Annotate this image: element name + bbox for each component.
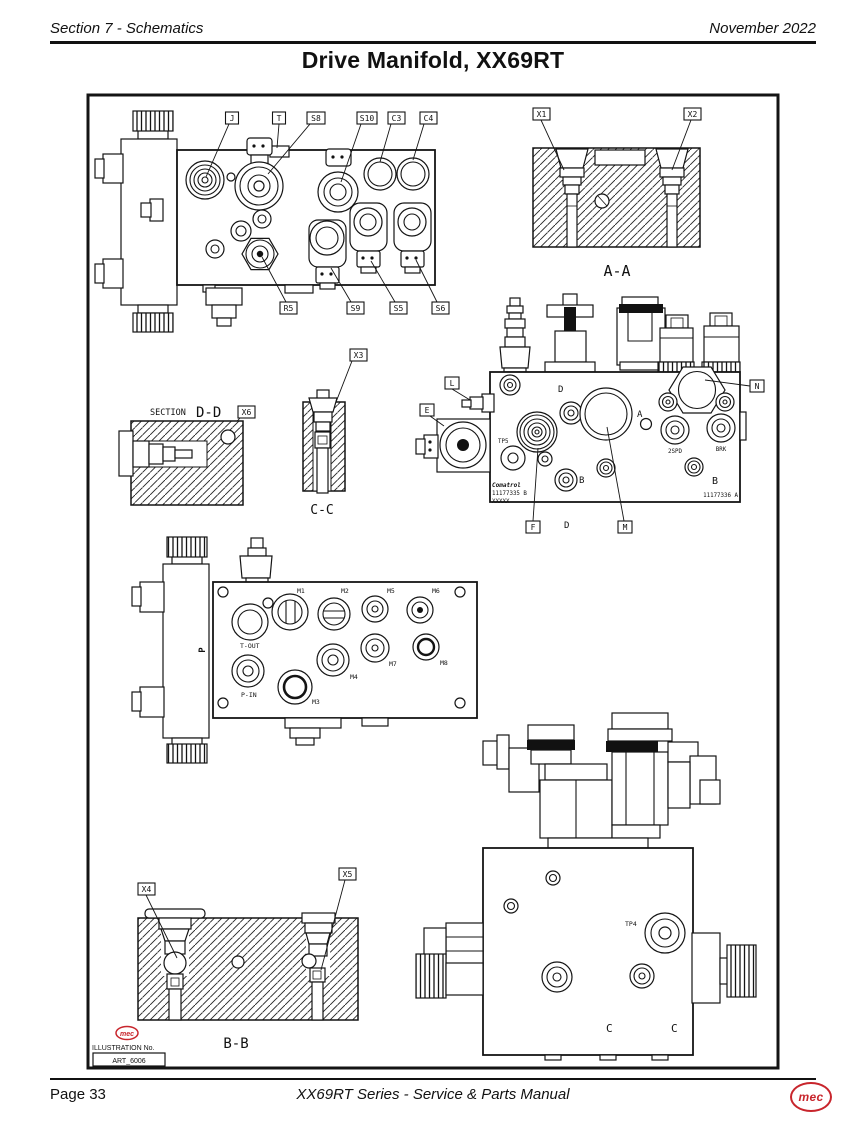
callout-m: M [623,523,628,532]
label-brk: BRK [716,447,727,453]
callout-x2: X2 [688,110,698,119]
section-bb-label: B-B [223,1036,248,1052]
side-view-diagram: D TP5 A B 2SPD BRK B D Comatrol 11177335… [415,293,765,534]
label-m4: M4 [350,673,358,681]
label-m2: M2 [341,587,349,595]
label-m3: M3 [312,698,320,706]
serial-text: XXXXX [492,499,510,505]
footer-rule [50,1078,816,1080]
callout-s8: S8 [311,114,321,123]
label-tp5: TP5 [498,439,509,445]
callout-j: J [230,114,235,123]
callout-x5: X5 [343,870,353,879]
label-t-out: T-OUT [240,642,260,650]
footer-title: XX69RT Series - Service & Parts Manual [296,1086,570,1103]
label-c-right: C [671,1022,678,1035]
illustration-tag: mec ILLUSTRATION No. ART_6006 [92,1025,166,1067]
callout-c3: C3 [392,114,402,123]
label-c-left: C [606,1022,613,1035]
callout-s5: S5 [394,304,404,313]
callout-s10: S10 [360,114,375,123]
illustration-label: ILLUSTRATION No. [92,1045,155,1052]
callout-x6: X6 [242,408,252,417]
mec-logo-small: mec [120,1031,134,1038]
callout-f: F [531,523,536,532]
top-plan-view [94,110,436,333]
callout-n: N [755,382,760,391]
label-d-top: D [558,385,563,395]
label-m1: M1 [297,587,305,595]
section-aa-label: A-A [603,262,630,280]
label-2spd: 2SPD [668,449,682,455]
top-plan-callouts: J T S8 S10 C3 C4 R5 S9 S5 S6 [205,111,450,315]
section-dd-label: D-D [196,405,221,421]
label-p-in: P-IN [241,691,257,699]
label-m5: M5 [387,587,395,595]
label-tp4: TP4 [625,920,637,928]
part-number-left: 11177335 B [492,491,527,497]
page-title: Drive Manifold, XX69RT [301,47,565,73]
section-aa-diagram: X1 X2 A-A [532,107,702,280]
page-number: Page 33 [50,1086,106,1103]
figure-border [86,93,780,1070]
label-m8: M8 [440,659,448,667]
section-header: Section 7 - Schematics [50,20,204,37]
bottom-manifold-diagram: P M1 M2 M5 M6 T- [131,536,478,764]
callout-t: T [277,114,282,123]
part-number-right: 11177336 A [703,493,738,499]
mec-logo: mec [790,1082,832,1112]
label-m7: M7 [389,660,397,668]
front-view-diagram: TP4 C C [415,712,757,1061]
label-p: P [198,647,208,653]
section-cc-diagram: X3 C-C [302,348,368,518]
label-b-left: B [579,476,584,486]
callout-e: E [425,406,430,415]
header-rule [50,41,816,44]
brand-text: Comatrol [492,482,521,489]
date-header: November 2022 [709,20,816,37]
label-b-right: B [712,476,718,487]
callout-x3: X3 [354,351,364,360]
section-bb-diagram: X4 X5 B-B [137,867,359,1052]
illustration-number: ART_6006 [112,1058,145,1065]
callout-x4: X4 [142,885,152,894]
callout-s9: S9 [351,304,361,313]
callout-c4: C4 [424,114,434,123]
callout-r5: R5 [284,304,294,313]
section-cc-label: C-C [310,503,333,518]
callout-s6: S6 [436,304,446,313]
section-dd-word: SECTION [150,408,186,418]
callout-x1: X1 [537,110,547,119]
label-a: A [637,410,643,420]
label-d-bottom: D [564,521,569,531]
callout-l: L [450,379,455,388]
label-m6: M6 [432,587,440,595]
section-dd-diagram: SECTION D-D X6 [118,405,256,506]
